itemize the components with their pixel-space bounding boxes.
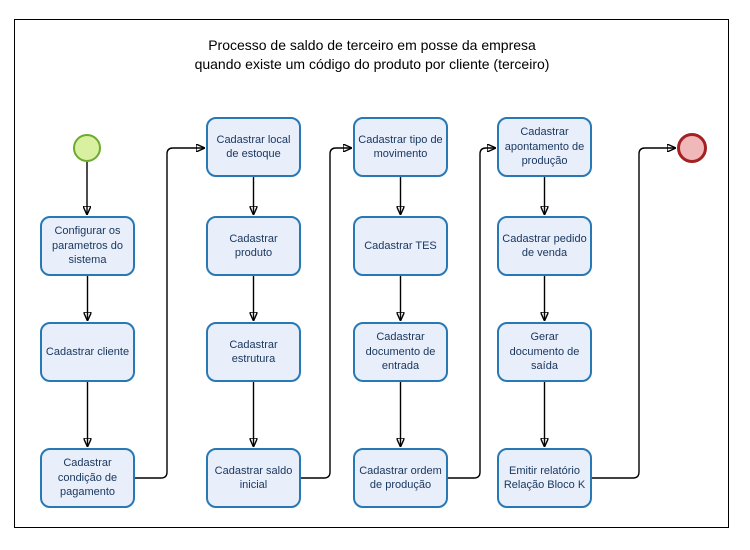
node-label: Cadastrar apontamento de produção: [504, 126, 585, 168]
start-event-circle[interactable]: [73, 134, 101, 162]
node-label: Cadastrar estrutura: [229, 338, 278, 366]
node-gerar-documento-saida[interactable]: Gerar documento de saída: [497, 322, 592, 382]
node-cadastrar-tes[interactable]: Cadastrar TES: [353, 216, 448, 276]
node-cadastrar-saldo-inicial[interactable]: Cadastrar saldo inicial: [206, 448, 301, 508]
node-label: Cadastrar tipo de movimento: [358, 133, 443, 161]
node-cadastrar-local-estoque[interactable]: Cadastrar local de estoque: [206, 117, 301, 177]
node-label: Cadastrar pedido de venda: [502, 232, 587, 260]
node-label: Cadastrar local de estoque: [216, 133, 291, 161]
node-cadastrar-tipo-movimento[interactable]: Cadastrar tipo de movimento: [353, 117, 448, 177]
node-label: Cadastrar ordem de produção: [359, 464, 442, 492]
node-emitir-relatorio-bloco-k[interactable]: Emitir relatório Relação Bloco K: [497, 448, 592, 508]
node-label: Configurar os parametros do sistema: [52, 225, 123, 267]
diagram-title-line-1: Processo de saldo de terceiro em posse d…: [208, 37, 536, 53]
node-label: Cadastrar cliente: [45, 345, 130, 358]
node-cadastrar-pedido-venda[interactable]: Cadastrar pedido de venda: [497, 216, 592, 276]
diagram-title: Processo de saldo de terceiro em posse d…: [14, 36, 730, 74]
node-cadastrar-produto[interactable]: Cadastrar produto: [206, 216, 301, 276]
node-cadastrar-cliente[interactable]: Cadastrar cliente: [40, 322, 135, 382]
node-label: Cadastrar TES: [364, 239, 437, 252]
end-event-circle[interactable]: [677, 133, 707, 163]
node-label: Emitir relatório Relação Bloco K: [503, 464, 586, 492]
node-cadastrar-apontamento-producao[interactable]: Cadastrar apontamento de produção: [497, 117, 592, 177]
node-label: Cadastrar saldo inicial: [214, 464, 293, 492]
node-configurar-parametros[interactable]: Configurar os parametros do sistema: [40, 216, 135, 276]
node-cadastrar-condicao-pagamento[interactable]: Cadastrar condição de pagamento: [40, 448, 135, 508]
node-cadastrar-estrutura[interactable]: Cadastrar estrutura: [206, 322, 301, 382]
node-label: Cadastrar produto: [229, 232, 278, 260]
diagram-title-line-2: quando existe um código do produto por c…: [194, 56, 550, 72]
node-cadastrar-documento-entrada[interactable]: Cadastrar documento de entrada: [353, 322, 448, 382]
node-label: Cadastrar condição de pagamento: [57, 457, 118, 499]
node-cadastrar-ordem-producao[interactable]: Cadastrar ordem de produção: [353, 448, 448, 508]
node-label: Cadastrar documento de entrada: [365, 331, 436, 373]
node-label: Gerar documento de saída: [509, 331, 580, 373]
